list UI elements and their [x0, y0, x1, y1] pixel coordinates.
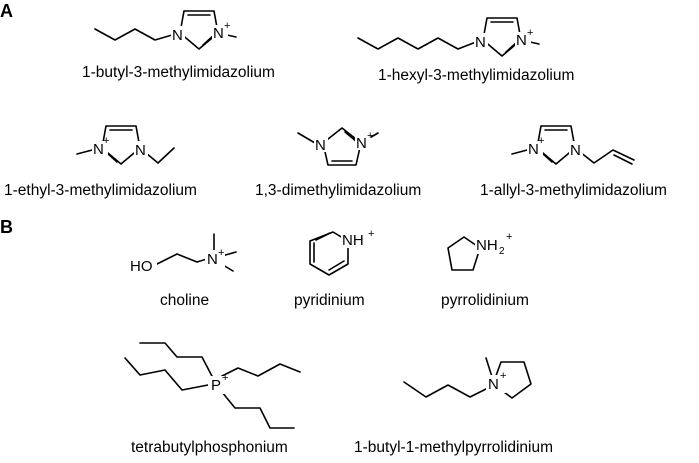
- label-choline: choline: [160, 292, 209, 309]
- label-amim: 1-allyl-3-methylimidazolium: [480, 182, 667, 199]
- charge-plus: +: [218, 247, 224, 259]
- atom-n-cation: N: [516, 32, 527, 49]
- charge-plus: +: [506, 231, 512, 243]
- label-hmim: 1-hexyl-3-methylimidazolium: [378, 67, 574, 84]
- subscript-2: 2: [499, 246, 505, 257]
- atom-n: N: [570, 142, 581, 159]
- charge-plus: +: [224, 20, 230, 32]
- charge-plus: +: [500, 370, 506, 382]
- label-pyridinium: pyridinium: [294, 292, 365, 309]
- structure-tbp: P + tetrabutylphosphonium: [124, 342, 301, 456]
- atom-n: N: [135, 142, 146, 159]
- structure-pyridinium: NH + pyridinium: [294, 228, 374, 309]
- label-bmpyr: 1-butyl-1-methylpyrrolidinium: [354, 439, 553, 456]
- label-pyrrolidinium: pyrrolidinium: [441, 292, 529, 309]
- atom-nh: NH: [476, 237, 498, 254]
- label-bmim: 1-butyl-3-methylimidazolium: [82, 64, 275, 81]
- charge-plus: +: [527, 27, 533, 39]
- panel-label-a: A: [0, 1, 13, 21]
- label-dmim: 1,3-dimethylimidazolium: [255, 182, 421, 199]
- label-emim: 1-ethyl-3-methylimidazolium: [4, 182, 197, 199]
- charge-plus: +: [368, 228, 374, 240]
- structure-choline: N + HO choline: [129, 233, 237, 309]
- atom-n: N: [488, 376, 499, 393]
- charge-plus: +: [103, 135, 109, 147]
- atom-ho: HO: [130, 258, 153, 275]
- atom-n: N: [315, 137, 326, 154]
- atom-n: N: [207, 251, 218, 268]
- charge-plus: +: [538, 135, 544, 147]
- charge-plus: +: [367, 130, 373, 142]
- structure-bmpyr: N + 1-butyl-1-methylpyrrolidinium: [354, 357, 553, 456]
- atom-n-cation: N: [356, 135, 367, 152]
- structure-bmim: N N + 1-butyl-3-methylimidazolium: [82, 10, 275, 81]
- charge-plus: +: [222, 372, 228, 384]
- structure-amim: N + N 1-allyl-3-methylimidazolium: [480, 125, 667, 199]
- atom-n-cation: N: [528, 141, 539, 158]
- atom-n-cation: N: [213, 25, 224, 42]
- atom-nh: NH: [342, 232, 364, 249]
- label-tbp: tetrabutylphosphonium: [131, 439, 288, 456]
- structure-dmim: N N + 1,3-dimethylimidazolium: [255, 127, 421, 199]
- structure-pyrrolidinium: NH 2 + pyrrolidinium: [441, 231, 529, 309]
- atom-n-cation: N: [93, 141, 104, 158]
- atom-n: N: [475, 34, 486, 51]
- structure-hmim: N N + 1-hexyl-3-methylimidazolium: [357, 17, 574, 84]
- atom-n: N: [172, 27, 183, 44]
- panel-label-b: B: [0, 217, 13, 237]
- structure-emim: N + N 1-ethyl-3-methylimidazolium: [4, 125, 197, 199]
- atom-p: P: [211, 377, 221, 394]
